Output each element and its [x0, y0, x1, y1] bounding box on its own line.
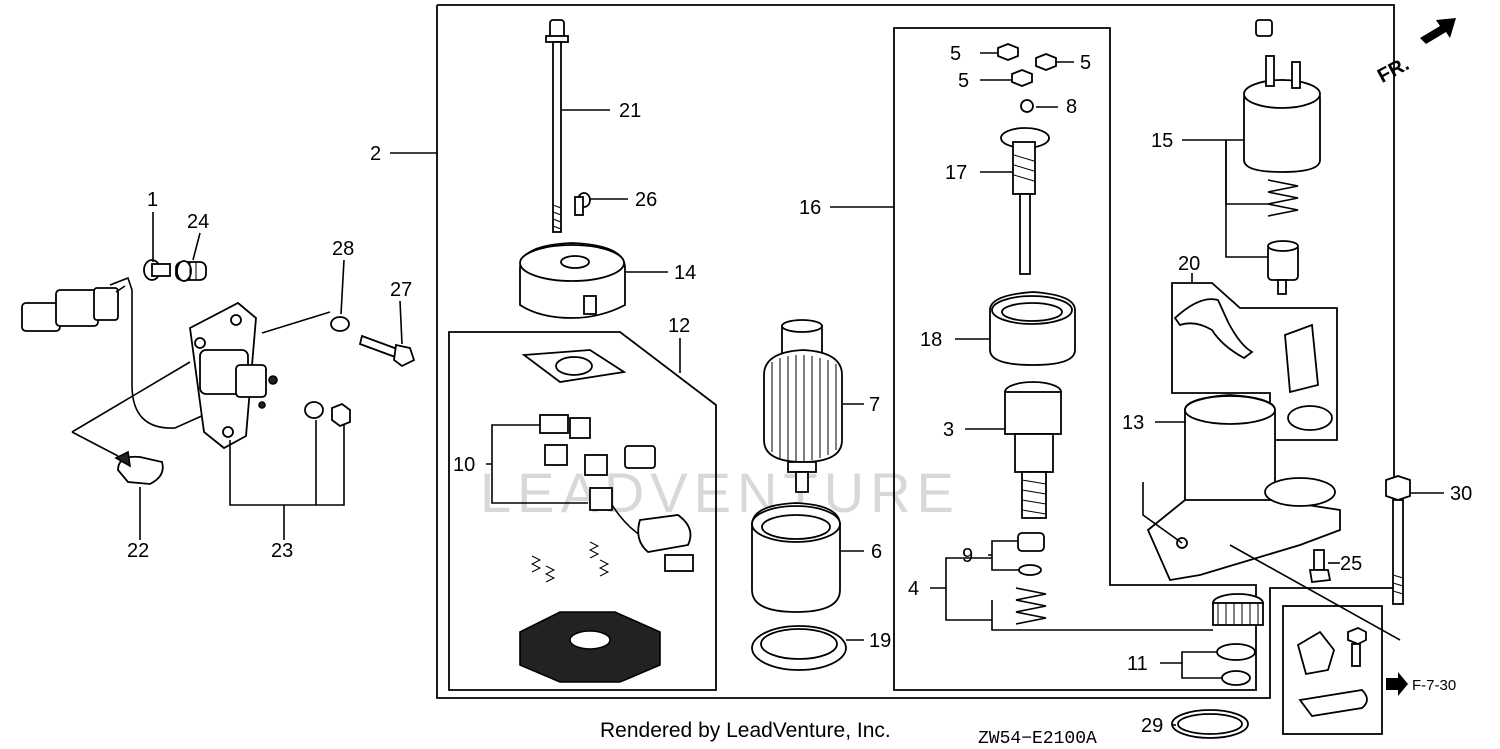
- part-18-internal-gear: [989, 291, 1076, 366]
- part-14-rear-cover: [519, 242, 626, 319]
- callout-15: 15: [1151, 130, 1173, 152]
- part-21-through-bolt: [545, 19, 569, 233]
- part-27-bolt: [358, 334, 416, 368]
- callout-12: 12: [668, 315, 690, 337]
- callout-11: 11: [1127, 653, 1148, 675]
- page-reference-label: F-7-30: [1412, 677, 1456, 694]
- part-8-ball: [1020, 99, 1034, 113]
- pinion-gear: [1212, 593, 1264, 626]
- callout-21: 21: [619, 100, 641, 122]
- callout-16: 16: [799, 197, 821, 219]
- lever-pad: [1284, 323, 1333, 431]
- part-29-o-ring-inner: [1177, 713, 1243, 735]
- part-20-shift-lever: [1173, 298, 1254, 360]
- callout-17: 17: [945, 162, 967, 184]
- part-13-housing: [1146, 394, 1341, 582]
- callout-7: 7: [869, 394, 880, 416]
- part-6-yoke: [751, 502, 841, 613]
- callout-5b: 5: [1080, 52, 1091, 74]
- callout-25: 25: [1340, 553, 1362, 575]
- page-reference[interactable]: F-7-30: [1386, 672, 1456, 696]
- callout-5c: 5: [958, 70, 969, 92]
- assembly-box-20: [1171, 282, 1338, 441]
- part-26-screw: [574, 192, 591, 216]
- callout-2: 2: [370, 143, 381, 165]
- callout-19: 19: [869, 630, 891, 652]
- callout-24: 24: [187, 211, 209, 233]
- part-5-nut-c: [1011, 69, 1033, 87]
- callout-28: 28: [332, 238, 354, 260]
- callout-5a: 5: [950, 43, 961, 65]
- assembly-box-2: [436, 4, 1395, 699]
- part-7-armature: [763, 319, 843, 493]
- part-11-washers: [1216, 643, 1256, 686]
- part-15-solenoid: [1243, 19, 1321, 173]
- callout-30: 30: [1450, 483, 1472, 505]
- part-19-ring: [751, 625, 847, 671]
- part-23-washer: [304, 401, 324, 419]
- callout-4: 4: [908, 578, 919, 600]
- callout-1: 1: [147, 189, 158, 211]
- callout-9: 9: [962, 545, 973, 567]
- callout-10: 10: [453, 454, 475, 476]
- callout-29: 29: [1141, 715, 1163, 737]
- part-28-washer: [330, 316, 350, 332]
- callout-6: 6: [871, 541, 882, 563]
- watermark: LEADVENTURE: [480, 461, 960, 524]
- detail-clamp: [1296, 627, 1368, 717]
- solenoid-plunger: [1267, 240, 1299, 295]
- callout-13: 13: [1122, 412, 1144, 434]
- callout-8: 8: [1066, 96, 1077, 118]
- callout-22: 22: [127, 540, 149, 562]
- starter-relay-assembly: [21, 276, 331, 457]
- rendered-by-credit: Rendered by LeadVenture, Inc.: [600, 719, 891, 742]
- solenoid-spring: [1267, 179, 1299, 217]
- part-30-bolt: [1385, 475, 1411, 605]
- detail-box-f730: [1282, 605, 1383, 735]
- part-22-wire-clip: [114, 450, 164, 485]
- callout-3: 3: [943, 419, 954, 441]
- callout-18: 18: [920, 329, 942, 351]
- part-9-stop-collar: [1017, 532, 1045, 576]
- front-direction-label: FR.: [1374, 53, 1413, 88]
- part-5-nut-b: [1035, 53, 1057, 71]
- callout-14: 14: [674, 262, 696, 284]
- leader-lines: [139, 52, 1444, 726]
- part-4-spring: [1015, 587, 1047, 625]
- part-25-bolt: [1308, 549, 1332, 583]
- part-23-nut: [331, 402, 351, 428]
- front-direction-arrow: FR.: [1374, 18, 1456, 88]
- callout-20: 20: [1178, 253, 1200, 275]
- callout-27: 27: [390, 279, 412, 301]
- part-12-brush-holder-set: [519, 349, 694, 683]
- part-17-pinion-shaft: [1000, 127, 1050, 275]
- part-5-nut-a: [997, 43, 1019, 61]
- part-24-grommet: [175, 260, 207, 282]
- assembly-box-16: [893, 27, 1257, 691]
- assembly-box-12: [448, 331, 717, 691]
- callout-23: 23: [271, 540, 293, 562]
- part-1-grommet-bolt: [143, 259, 171, 281]
- part-3-clutch: [1004, 381, 1062, 519]
- diagram-code: ZW54−E2100A: [978, 729, 1097, 749]
- callout-26: 26: [635, 189, 657, 211]
